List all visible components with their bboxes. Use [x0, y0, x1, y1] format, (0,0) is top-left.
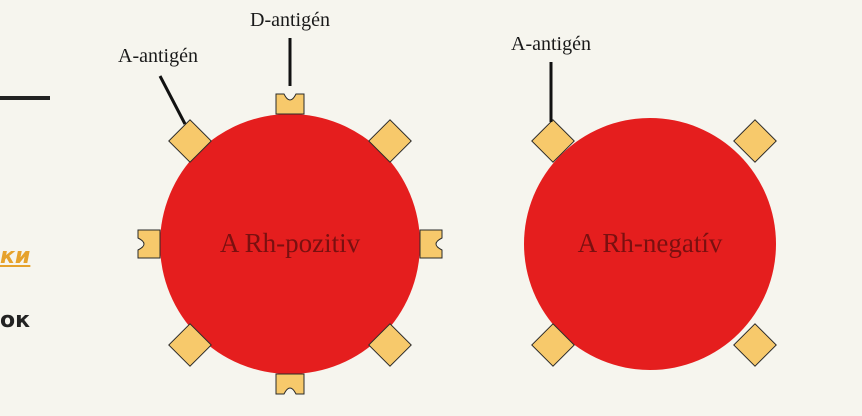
d-antigen-label: D-antigén: [250, 9, 330, 31]
d-antigen-marker: [138, 230, 160, 258]
rh-negative-cell-label: A Rh-negatív: [578, 228, 723, 258]
a-antigen-marker: [734, 120, 776, 162]
rh-negative-cell: A-antigén A Rh-negatív: [511, 33, 776, 370]
d-antigen-marker: [420, 230, 442, 258]
rh-positive-cell: A-antigén D-antigén A Rh-pozitiv: [118, 9, 442, 394]
a-antigen-label: A-antigén: [511, 33, 591, 55]
d-antigen-marker: [276, 94, 304, 114]
a-antigen-leader-line: [160, 76, 185, 124]
rh-positive-cell-label: A Rh-pozitiv: [220, 228, 361, 258]
a-antigen-label: A-antigén: [118, 45, 198, 67]
d-antigen-marker: [276, 374, 304, 394]
